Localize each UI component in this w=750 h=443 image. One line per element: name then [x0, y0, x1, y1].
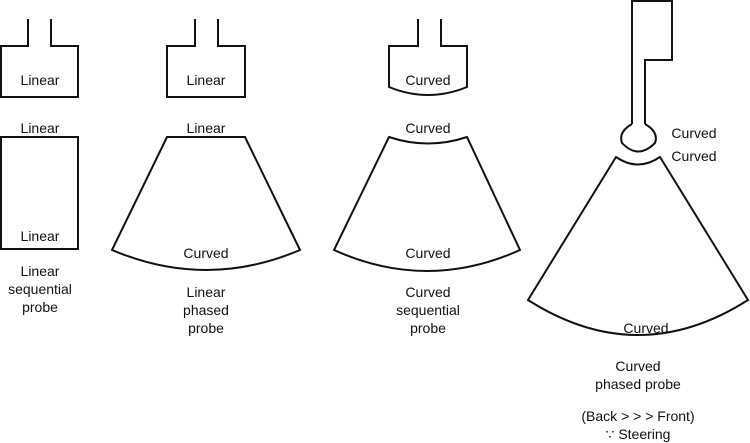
probe3-beam	[332, 135, 522, 272]
probe2-face-label: Linear	[186, 120, 226, 136]
probe2-beam	[110, 136, 302, 271]
probe1-face-label: Linear	[20, 120, 60, 136]
probe3-head-label: Curved	[405, 72, 451, 88]
probe2-beam-label: Curved	[183, 245, 229, 261]
probe1-beam-label: Linear	[20, 228, 60, 244]
probe1-head-label: Linear	[20, 72, 60, 88]
probe1-head	[0, 19, 79, 98]
probe2-head	[166, 19, 246, 98]
probe3-face-label: Curved	[405, 120, 451, 136]
probe4-beam	[526, 155, 750, 336]
probe4-head	[620, 123, 657, 153]
probe4-head-label: Curved	[671, 125, 717, 141]
probe3-head	[388, 19, 468, 96]
probe4-handle	[631, 0, 673, 124]
probe3-beam-label: Curved	[405, 245, 451, 261]
probe4-beam-label: Curved	[623, 320, 669, 336]
probe2-head-label: Linear	[186, 72, 226, 88]
probe4-face-label: Curved	[671, 148, 717, 164]
probe4-note: (Back > > > Front)∵ Steering	[581, 408, 695, 442]
probe1-beam	[0, 136, 79, 250]
